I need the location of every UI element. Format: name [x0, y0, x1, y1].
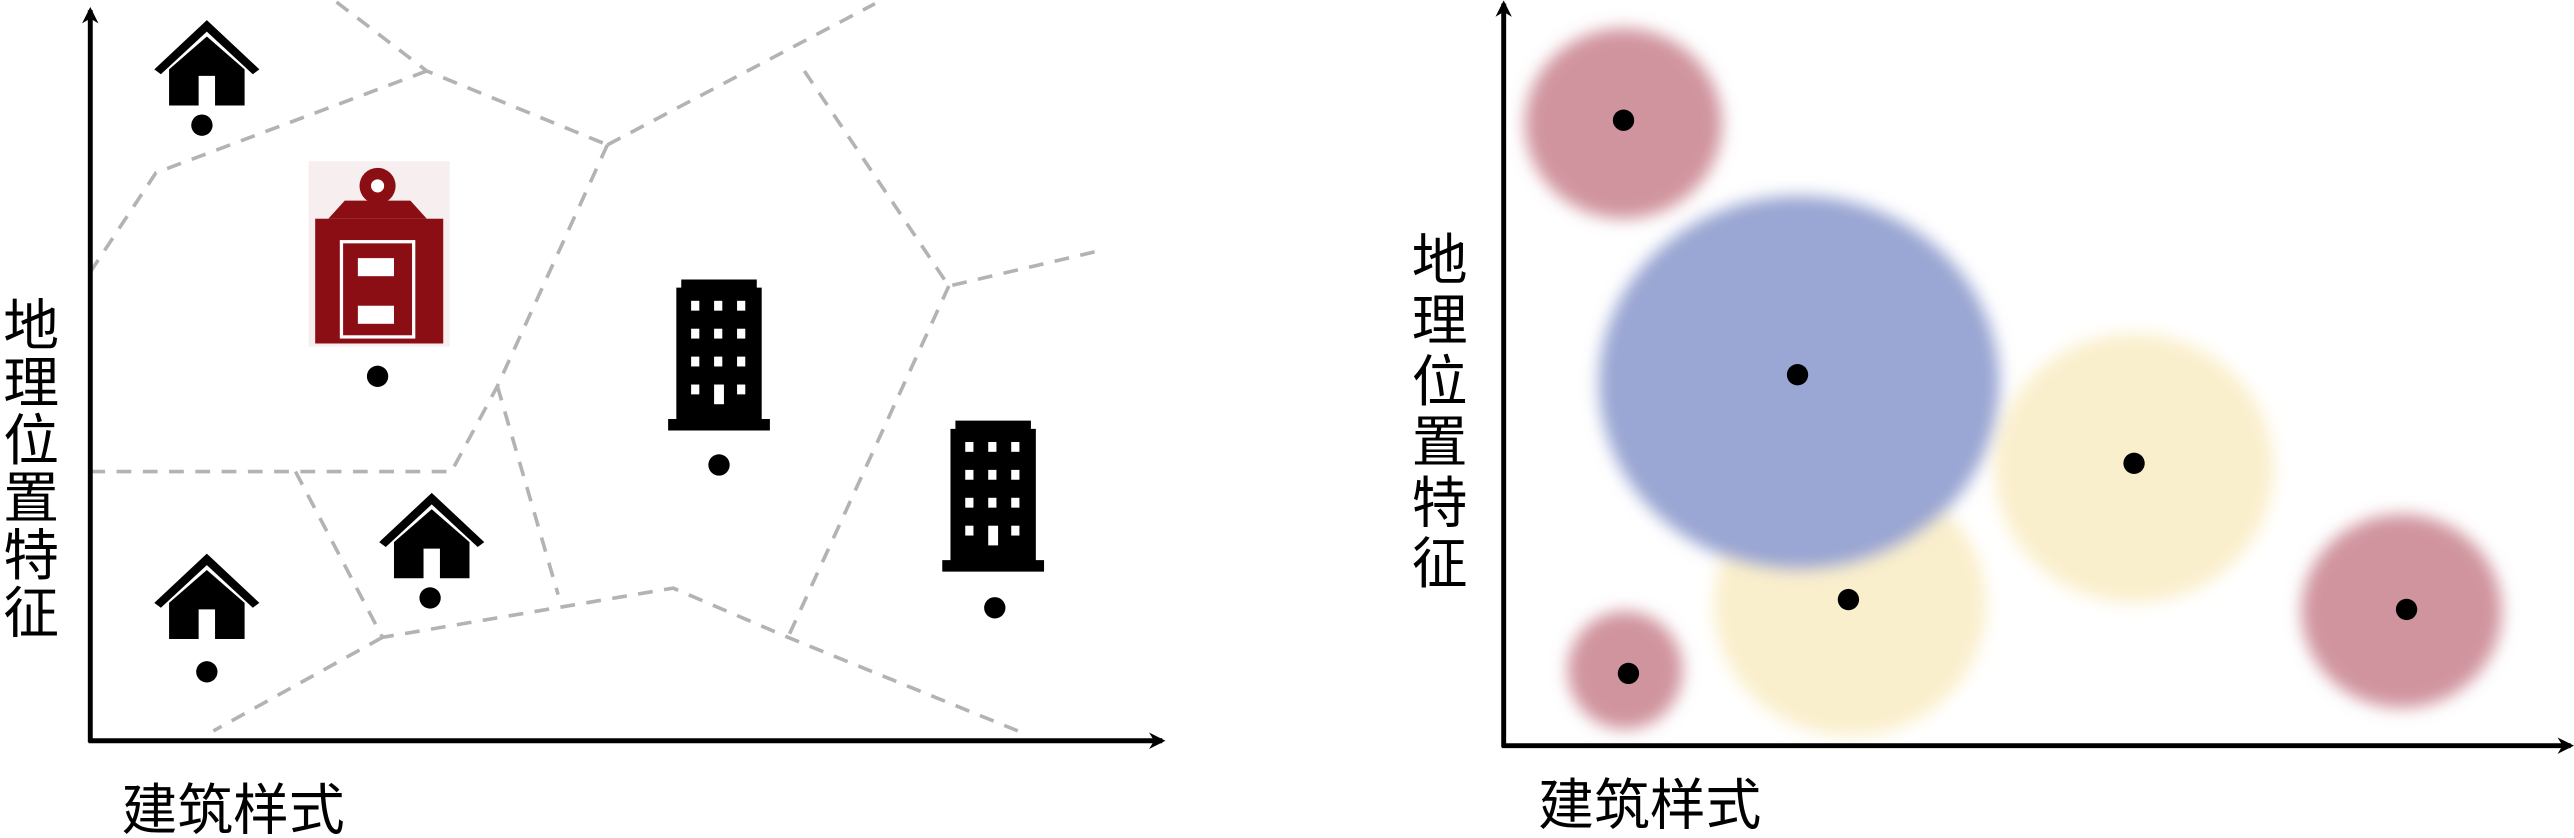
data-point — [984, 597, 1006, 619]
data-point — [708, 454, 730, 476]
data-point — [191, 114, 213, 136]
data-point — [1786, 364, 1809, 386]
house-icon — [154, 553, 260, 639]
y-label-char: 特 — [3, 524, 59, 589]
data-point — [1612, 109, 1635, 131]
y-label-char: 征 — [1412, 532, 1468, 597]
clusters — [1525, 28, 2502, 736]
house-icon — [379, 492, 485, 579]
y-label-char: 理 — [3, 352, 59, 417]
y-axis-label: 地 理 位 置 特 征 — [3, 294, 59, 646]
y-label-char: 位 — [3, 409, 59, 474]
voronoi-boundaries — [83, 0, 1104, 733]
y-label-char: 理 — [1412, 289, 1468, 354]
house-icon — [154, 20, 260, 106]
temple-icon — [308, 161, 450, 347]
y-label-char: 置 — [3, 466, 59, 531]
left-panel: 建筑样式 地 理 位 置 特 征 — [3, 0, 1166, 838]
data-point — [2123, 452, 2145, 474]
data-point — [2395, 598, 2418, 621]
y-label-char: 地 — [1412, 228, 1468, 293]
y-label-char: 位 — [1412, 350, 1468, 415]
y-label-char: 地 — [3, 294, 59, 359]
y-label-char: 征 — [3, 581, 59, 646]
data-point — [366, 365, 389, 387]
data-point — [196, 661, 218, 683]
data-points — [191, 114, 1006, 683]
y-label-char: 置 — [1412, 411, 1468, 476]
office-building-icon — [668, 279, 770, 431]
right-panel: 建筑样式 地 理 位 置 特 征 — [1412, 0, 2574, 838]
y-axis-label: 地 理 位 置 特 征 — [1412, 228, 1468, 597]
data-point — [1617, 662, 1640, 685]
data-point — [419, 587, 441, 609]
x-axis-label: 建筑样式 — [121, 778, 344, 838]
office-building-icon — [942, 420, 1045, 572]
data-point — [1837, 588, 1860, 611]
data-points — [1612, 109, 2418, 685]
y-label-char: 特 — [1412, 471, 1468, 536]
x-axis-label: 建筑样式 — [1538, 773, 1761, 838]
